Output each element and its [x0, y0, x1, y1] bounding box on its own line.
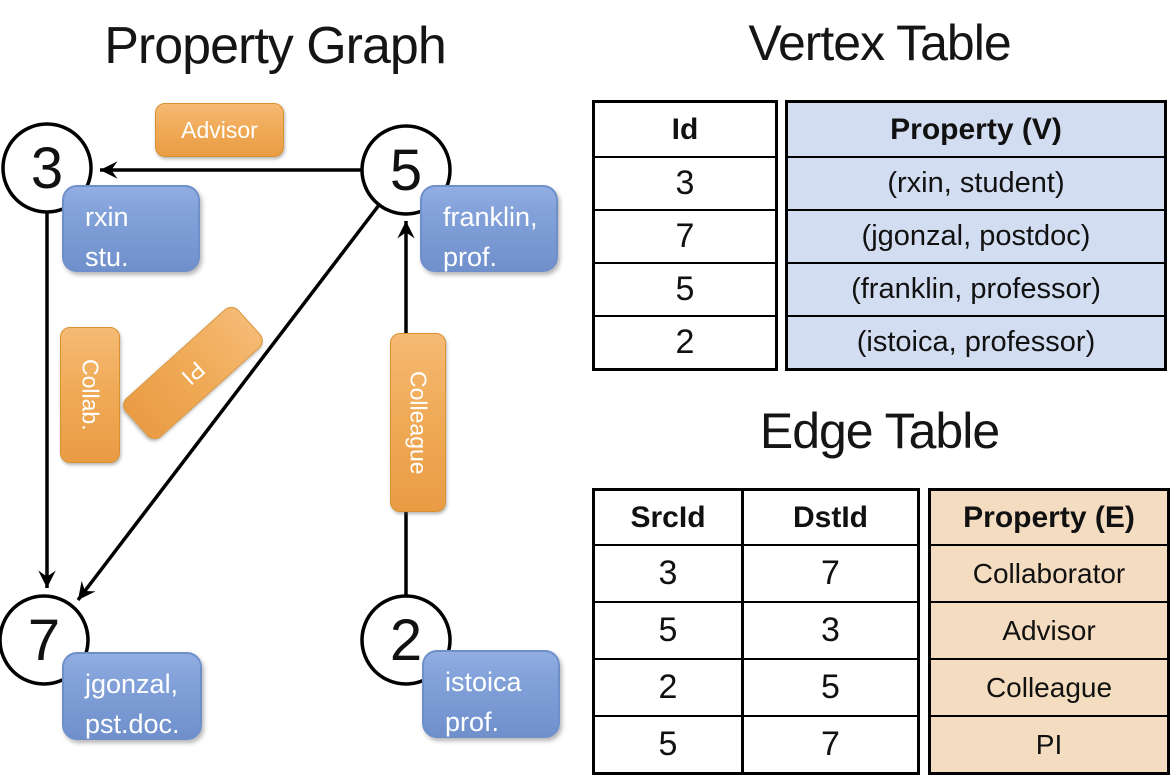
node-2-property-box: istoica prof. — [422, 650, 560, 738]
vertex-table-property-column: Property (V) (rxin, student) (jgonzal, p… — [785, 100, 1167, 371]
edge-table-id-columns: SrcId 3 5 2 5 DstId 7 3 5 7 — [592, 488, 920, 775]
edge-table-row-srcid: 5 — [595, 601, 741, 658]
edge-table-row-dstid: 5 — [744, 658, 917, 715]
node-5-prop-line2: prof. — [443, 242, 498, 272]
node-7-prop-line1: jgonzal, — [85, 669, 179, 699]
node-2-prop-line1: istoica — [445, 667, 522, 697]
edge-table-row-dstid: 3 — [744, 601, 917, 658]
edge-table-srcid-column: SrcId 3 5 2 5 — [595, 491, 741, 772]
node-2-id: 2 — [389, 607, 423, 673]
property-graph-title: Property Graph — [104, 17, 447, 75]
edge-table-row-dstid: 7 — [744, 715, 917, 772]
edge-label-advisor: Advisor — [155, 103, 284, 157]
edge-table-title: Edge Table — [759, 403, 1000, 459]
vertex-table-row-property: (istoica, professor) — [788, 315, 1164, 368]
vertex-table-title: Vertex Table — [748, 15, 1011, 71]
node-3-prop-line1: rxin — [85, 202, 129, 232]
node-3-prop-line2: stu. — [85, 242, 129, 272]
vertex-table-row-id: 2 — [595, 315, 775, 368]
edge-table-row-srcid: 3 — [595, 544, 741, 601]
edge-table-header-srcid: SrcId — [630, 500, 706, 534]
node-7-prop-line2: pst.doc. — [85, 709, 180, 739]
node-2-prop-line2: prof. — [445, 707, 500, 737]
edge-table-row-property: Collaborator — [931, 544, 1167, 601]
node-5-id: 5 — [389, 137, 423, 203]
edge-table-row-property: Colleague — [931, 658, 1167, 715]
vertex-table-header-id: Id — [671, 112, 699, 146]
edge-table-row-property: Advisor — [931, 601, 1167, 658]
vertex-table-row-id: 3 — [595, 156, 775, 209]
vertex-table-row-property: (rxin, student) — [788, 156, 1164, 209]
edge-pi-arrow — [76, 203, 381, 602]
vertex-table: Id 3 7 5 2 Property (V) (rxin, student) … — [592, 100, 1167, 371]
vertex-table-row-id: 5 — [595, 262, 775, 315]
edge-label-colleague: Colleague — [390, 333, 446, 512]
vertex-table-row-property: (franklin, professor) — [788, 262, 1164, 315]
node-7-property-box: jgonzal, pst.doc. — [62, 652, 202, 740]
edge-table-property-column: Property (E) Collaborator Advisor Collea… — [928, 488, 1170, 775]
node-7-id: 7 — [27, 607, 61, 673]
edge-table-row-property: PI — [931, 715, 1167, 772]
vertex-table-id-column: Id 3 7 5 2 — [592, 100, 778, 371]
node-3-property-box: rxin stu. — [62, 185, 200, 272]
edge-table-row-srcid: 2 — [595, 658, 741, 715]
graph-canvas — [0, 122, 452, 686]
node-5-property-box: franklin, prof. — [420, 185, 558, 272]
vertex-table-header-property: Property (V) — [890, 112, 1062, 146]
edge-table-row-dstid: 7 — [744, 544, 917, 601]
node-5-prop-line1: franklin, — [443, 202, 538, 232]
edge-table-header-property: Property (E) — [963, 500, 1135, 534]
node-3-id: 3 — [30, 135, 64, 201]
edge-label-collab: Collab. — [60, 327, 120, 463]
edge-table-row-srcid: 5 — [595, 715, 741, 772]
vertex-table-row-property: (jgonzal, postdoc) — [788, 209, 1164, 262]
edge-table-dstid-column: DstId 7 3 5 7 — [741, 491, 917, 772]
edge-table: SrcId 3 5 2 5 DstId 7 3 5 7 Property (E)… — [592, 488, 1170, 775]
vertex-table-row-id: 7 — [595, 209, 775, 262]
edge-table-header-dstid: DstId — [793, 500, 868, 534]
